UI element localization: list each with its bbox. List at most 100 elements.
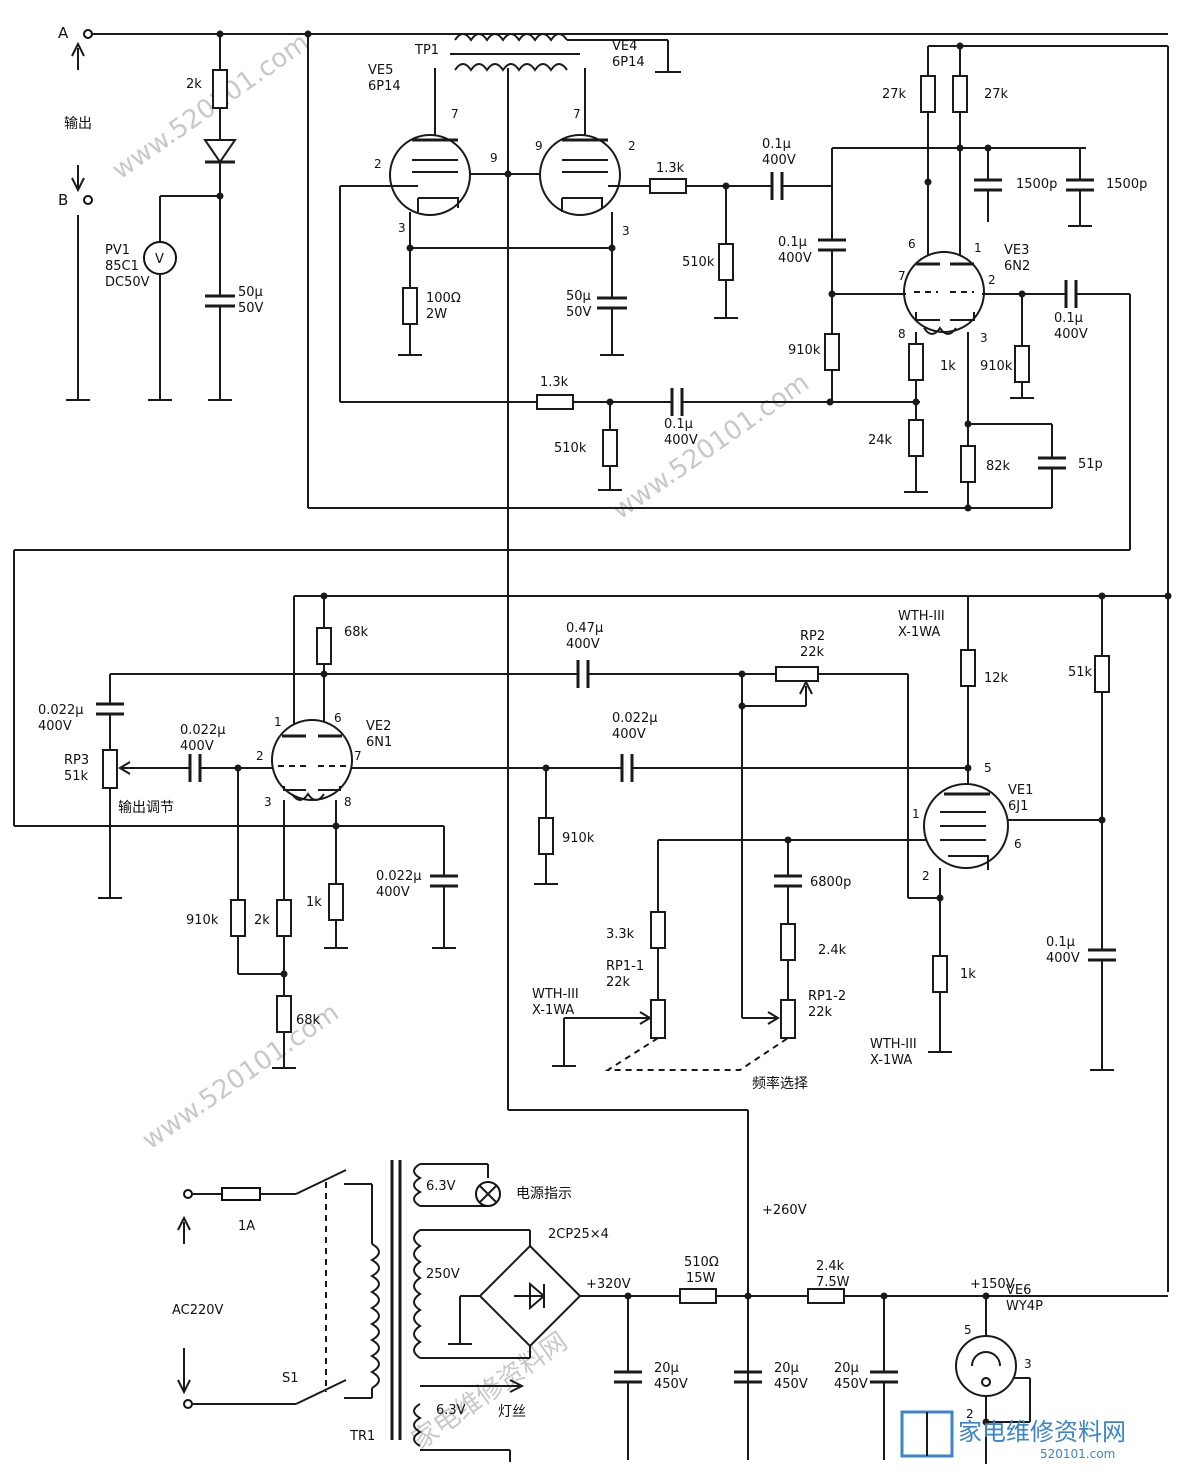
fuse-icon	[221, 1187, 261, 1201]
terminal-a-label: A	[58, 24, 69, 42]
ve6-pin-3: 3	[1024, 1357, 1032, 1371]
phase-splitter-section: 27k 27k 1500p 1500p VE3 6N2 6 1 7 2 8 3	[14, 42, 1169, 1292]
resistor-510k-b	[602, 429, 618, 467]
arrow-up-icon	[177, 1215, 191, 1244]
r-910k-c-label: 910k	[186, 913, 219, 928]
ve2-pin-3: 3	[264, 795, 272, 809]
c-50v-pa-label: 50V	[566, 305, 592, 320]
c-grid-label: 0.022μ	[180, 723, 226, 738]
resistor-82k	[960, 445, 976, 483]
meter-range: DC50V	[105, 275, 150, 290]
r-510-w-label: 15W	[686, 1271, 716, 1286]
c-01u-b-label: 0.1μ	[664, 417, 693, 432]
ve4-pin-2: 2	[628, 139, 636, 153]
switch-s1-bottom[interactable]	[295, 1379, 347, 1405]
potentiometer-rp1-2[interactable]	[780, 999, 796, 1039]
switch-s1-top[interactable]	[295, 1169, 347, 1195]
mains-terminal-bottom[interactable]	[183, 1399, 193, 1409]
resistor-910k-a	[824, 333, 840, 371]
rp1-2-value: 22k	[808, 1005, 833, 1020]
transformer-primary-tr1	[369, 1243, 380, 1389]
c-01u-a-label: 0.1μ	[762, 137, 791, 152]
rp1-2-name: RP1-2	[808, 989, 846, 1004]
rp3-value: 51k	[64, 769, 89, 784]
tr1-label: TR1	[349, 1429, 375, 1444]
ve2-pin-7: 7	[354, 749, 362, 763]
r-3-3k-label: 3.3k	[606, 927, 635, 942]
ve5-pin-2: 2	[374, 157, 382, 171]
r-1k-ve2-label: 1k	[306, 895, 322, 910]
resistor-1k-ve1	[932, 955, 948, 993]
ve5-name: VE5	[368, 63, 393, 78]
c-grid-v-label: 400V	[180, 739, 214, 754]
resistor-910k-d	[538, 817, 554, 855]
c-screen-label: 0.1μ	[1046, 935, 1075, 950]
driver-section: 68k 0.47μ 400V VE2 6N1 1 6 2 7 3 8 0.022…	[13, 550, 1172, 1069]
c-400v-d-label: 400V	[1054, 327, 1088, 342]
rp2-value: 22k	[800, 645, 825, 660]
arrow-right-icon	[509, 1379, 525, 1393]
c-cath-v-label: 400V	[376, 885, 410, 900]
terminal-b-label: B	[58, 191, 68, 209]
c-6800p-label: 6800p	[810, 875, 851, 890]
arrow-down-icon	[71, 165, 85, 193]
mains-terminal-top[interactable]	[183, 1189, 193, 1199]
c-rp3-label: 0.022μ	[38, 703, 84, 718]
c-50u-pa-label: 50μ	[566, 289, 591, 304]
tp1-label: TP1	[414, 43, 439, 58]
resistor-1-3k-b	[536, 394, 574, 410]
ve2-name: VE2	[366, 719, 391, 734]
ve5-pin-3: 3	[398, 221, 406, 235]
potentiometer-rp3[interactable]	[102, 749, 118, 789]
resistor-1-3k-a	[649, 178, 687, 194]
potentiometer-rp1-1[interactable]	[650, 999, 666, 1039]
fil-caption: 灯丝	[498, 1404, 526, 1420]
rp1-1-value: 22k	[606, 975, 631, 990]
terminal-a[interactable]	[83, 29, 93, 39]
c1-label: 20μ	[654, 1361, 679, 1376]
ve3-name: VE3	[1004, 243, 1029, 258]
resistor-68k-b	[276, 995, 292, 1033]
ve1-pin-1: 1	[912, 807, 920, 821]
terminal-b[interactable]	[83, 195, 93, 205]
pot-spec-c: X-1WA	[532, 1003, 574, 1018]
rp3-name: RP3	[64, 753, 89, 768]
ve2-pin-2: 2	[256, 749, 264, 763]
resistor-3-3k	[650, 911, 666, 949]
ve6-pin-5: 5	[964, 1323, 972, 1337]
meter-name: PV1	[105, 243, 130, 258]
r-12k-label: 12k	[984, 671, 1009, 686]
diode-symbol	[203, 139, 237, 164]
pot-model-b: WTH-III	[870, 1037, 917, 1052]
fil-2-label: 6.3V	[436, 1403, 466, 1418]
r-510k-a-label: 510k	[682, 255, 715, 270]
output-label: 输出	[64, 116, 92, 132]
r-51k-label: 51k	[1068, 665, 1093, 680]
potentiometer-rp2[interactable]	[775, 666, 819, 682]
ve3-type: 6N2	[1004, 259, 1030, 274]
r-82k-label: 82k	[986, 459, 1011, 474]
tube-ve4	[539, 134, 621, 216]
pot-model-c: WTH-III	[532, 987, 579, 1002]
r-100-label: 100Ω	[426, 291, 461, 306]
r-27k-a-label: 27k	[882, 87, 907, 102]
gang-link	[604, 1037, 789, 1071]
filament-winding-1	[413, 1163, 422, 1207]
resistor-1k-ve2	[328, 883, 344, 921]
c3-v-label: 450V	[834, 1377, 868, 1392]
c-fb-v-label: 400V	[612, 727, 646, 742]
arrow-down-icon	[177, 1348, 191, 1395]
ve2-type: 6N1	[366, 735, 392, 750]
output-terminal-section: A B 输出 2k V PV1 85C1 DC50V 50μ 50V	[58, 24, 1168, 401]
ve3-pin-7: 7	[898, 269, 906, 283]
switch-label: S1	[282, 1371, 299, 1386]
c-047u-v-label: 400V	[566, 637, 600, 652]
wiper-arrow-icon	[799, 679, 813, 706]
r-1k-ve1-label: 1k	[960, 967, 976, 982]
resistor-51k	[1094, 655, 1110, 693]
hv-label: 250V	[426, 1267, 460, 1282]
pot-model-a: WTH-III	[898, 609, 945, 624]
ve4-type: 6P14	[612, 55, 645, 70]
c-rp3-v-label: 400V	[38, 719, 72, 734]
